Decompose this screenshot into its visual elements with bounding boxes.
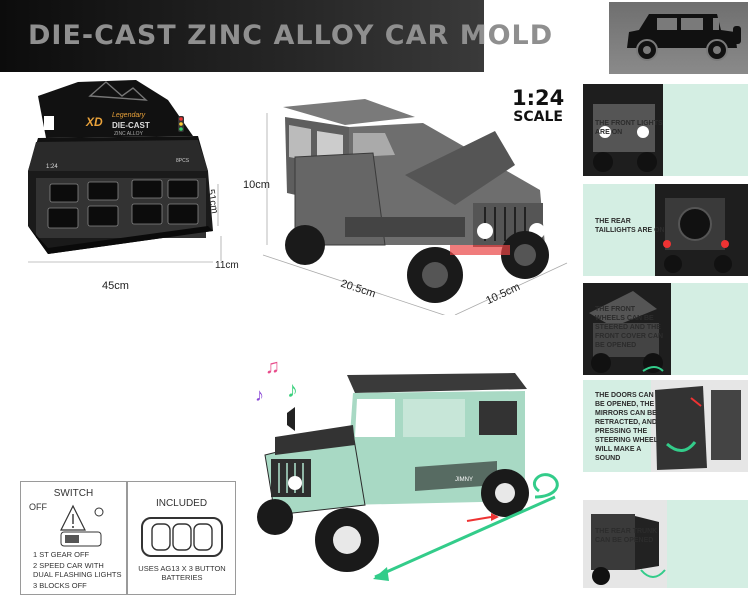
box-pcs-label: 8PCS <box>176 158 190 164</box>
car-height-label: 10cm <box>243 179 270 191</box>
doors-car-icon <box>583 380 748 472</box>
mint-car-illustration: ♫ ♪ ♪ JIMNY <box>255 356 559 581</box>
feature-panel-rear-lights <box>583 184 748 276</box>
feature-text-steering: THE FRONT WHEELS CAN BE STEERED AND THE … <box>595 306 664 349</box>
scale-badge: 1:24 SCALE <box>512 86 565 125</box>
scale-label: SCALE <box>513 109 563 125</box>
feature-panel-trunk <box>583 500 748 588</box>
front-lights-car-icon <box>583 84 748 176</box>
feature-panel-doors <box>583 380 748 472</box>
speaker-icon <box>287 407 295 431</box>
battery-icon <box>141 517 223 557</box>
car-badge-text: JIMNY <box>455 477 473 483</box>
feature-text-trunk: THE REAR TRUNK CAN BE OPENED <box>595 528 658 544</box>
battery-note: USES AG13 X 3 BUTTON BATTERIES <box>138 564 226 582</box>
logo-line-2: DIE-CAST <box>112 121 150 130</box>
logo-line-3: ZINC ALLOY <box>114 131 143 137</box>
switch-off-label: OFF <box>29 502 47 512</box>
feature-panel-steering <box>583 283 748 375</box>
logo-line-1: Legendary <box>112 112 146 119</box>
steering-car-icon <box>583 283 748 375</box>
included-title: INCLUDED <box>155 498 208 509</box>
car-silhouette-panel <box>609 2 748 74</box>
music-note-icon: ♪ <box>255 385 264 405</box>
box-height-label: 11cm <box>215 260 239 271</box>
feature-text-rear-lights: THE REAR TAILLIGHTS ARE ON <box>595 218 665 234</box>
music-note-icon: ♪ <box>287 377 298 402</box>
banner-title: DIE-CAST ZINC ALLOY CAR MOLD <box>28 20 554 51</box>
rear-lights-car-icon <box>583 184 748 276</box>
box-width-label: 45cm <box>102 280 129 292</box>
switch-title: SWITCH <box>53 488 94 499</box>
music-note-icon: ♫ <box>265 356 280 378</box>
included-panel: INCLUDED USES AG13 X 3 BUTTON BATTERIES <box>127 481 236 595</box>
switch-note-2: 2 SPEED CAR WITH DUAL FLASHING LIGHTS <box>33 561 122 579</box>
box-scale-label: 1:24 <box>46 164 58 170</box>
car-silhouette-icon <box>627 14 741 61</box>
scale-ratio: 1:24 <box>512 86 565 110</box>
gray-car-illustration <box>262 99 568 315</box>
switch-icon <box>60 504 104 547</box>
trunk-car-icon <box>583 500 748 588</box>
switch-panel: SWITCH OFF 1 ST GEAR OFF 2 SPEED CAR WIT… <box>20 481 127 595</box>
feature-text-front-lights: THE FRONT LIGHTS ARE ON <box>595 120 663 136</box>
title-banner <box>0 0 484 72</box>
brand-mark: XD <box>86 115 103 129</box>
switch-note-3: 3 BLOCKS OFF <box>33 581 87 590</box>
feature-text-doors: THE DOORS CAN BE OPENED, THE MIRRORS CAN… <box>595 392 658 462</box>
display-box-illustration <box>28 80 222 263</box>
feature-panel-front-lights <box>583 84 748 176</box>
switch-note-1: 1 ST GEAR OFF <box>33 550 90 559</box>
